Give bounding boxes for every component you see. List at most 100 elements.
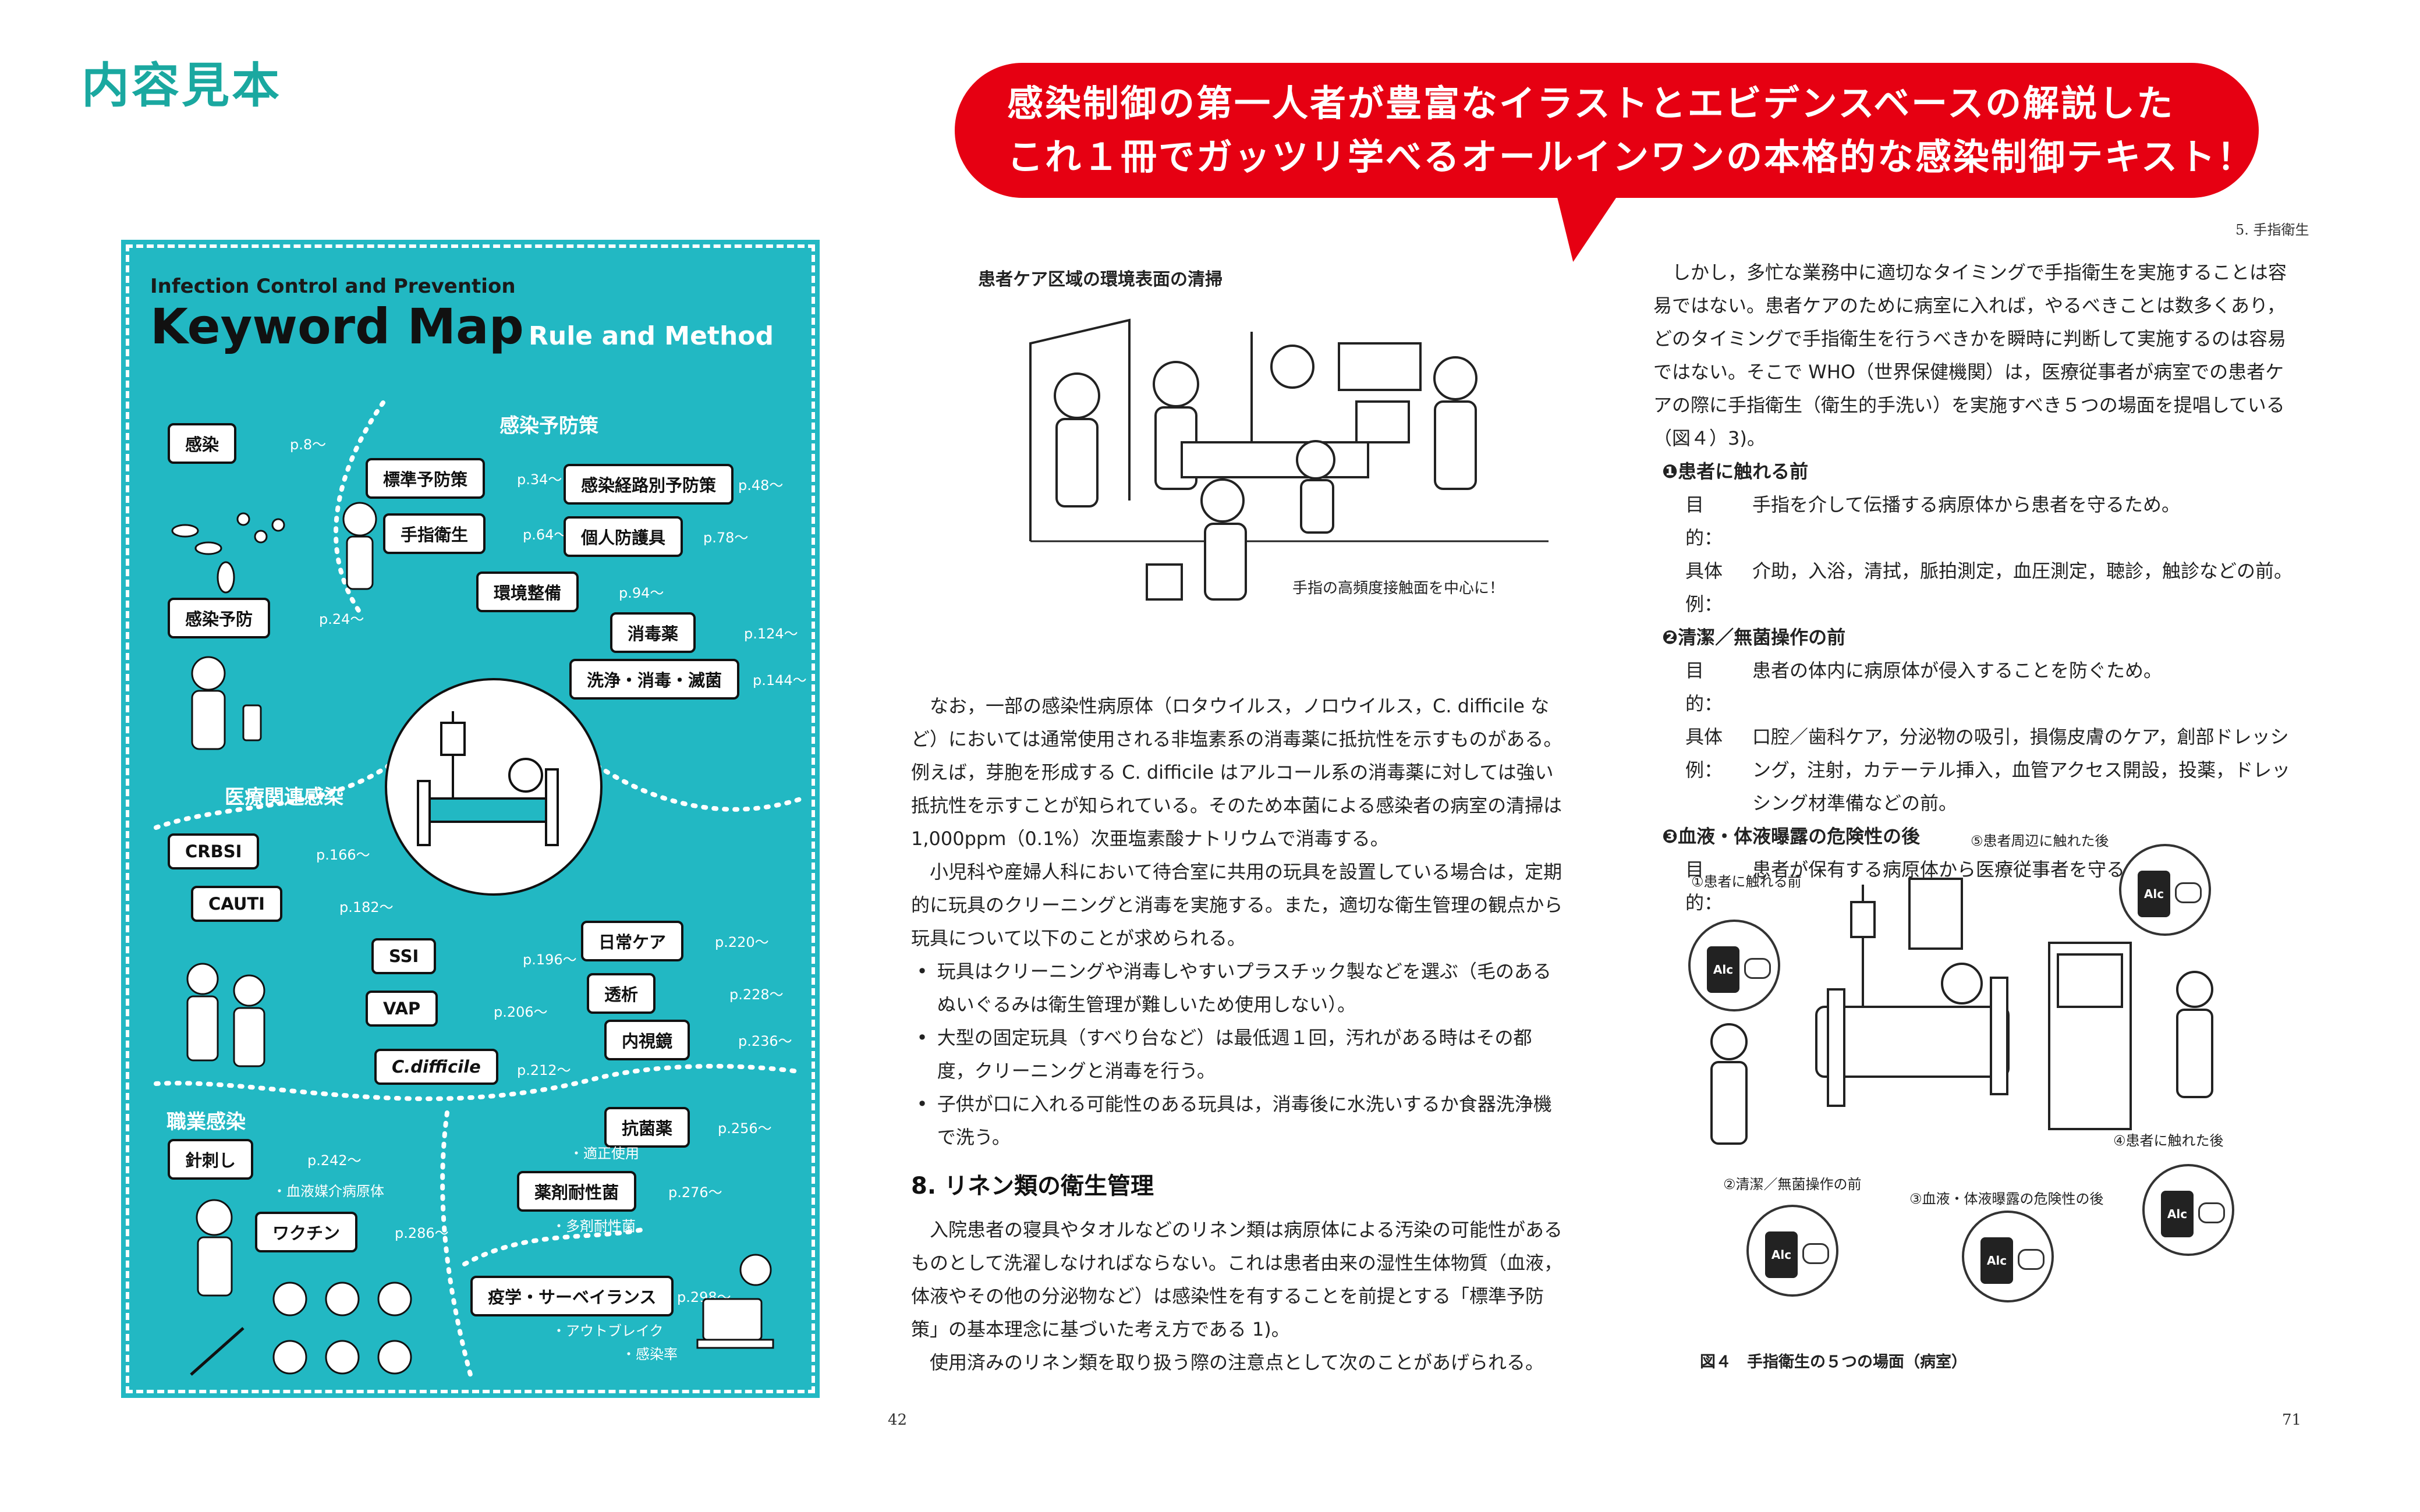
section-heading-linen: 8. リネン類の衛生管理 [911,1173,1154,1199]
keyword-tag: 感染経路別予防策 [564,464,734,505]
moment-label-4: ④患者に触れた後 [2113,1133,2224,1149]
term-text: 患者が保有する病原体から医療従事者を守るため。 [1752,858,2181,881]
term-label: 具体例： [1685,726,1723,781]
keyword-note: ・感染率 [622,1346,678,1362]
paragraph: しかし，多忙な業務中に適切なタイミングで手指衛生を実施することは容易ではない。患… [1653,261,2287,449]
alcohol-bottle-icon: Alc [2119,844,2211,936]
keyword-note: ・適正使用 [569,1145,639,1162]
term-label: 目 的： [1685,659,1723,715]
keyword-tag: 抗菌薬 [604,1107,690,1148]
term-text: 患者の体内に病原体が侵入することを防ぐため。 [1752,659,2163,682]
moment-1-title: ❶患者に触れる前 [1662,460,1809,482]
paragraph: 使用済みのリネン類を取り扱う際の注意点として次のことがあげられる。 [930,1351,1544,1373]
term-label: 具体例： [1685,560,1723,615]
moment-2-example: 具体例： 口腔／歯科ケア，分泌物の吸引，損傷皮膚のケア，創部ドレッシング，注射，… [1653,720,2294,820]
keyword-page: p.34～ [517,471,562,488]
keyword-page: p.206～ [494,1004,548,1020]
alcohol-bottle-icon: Alc [2142,1164,2234,1256]
keyword-page: p.276～ [668,1184,722,1201]
banner-line-2: これ１冊でガッツリ学べるオールインワンの本格的な感染制御テキスト！ [1007,136,2255,178]
section-occupational: 職業感染 [166,1110,246,1134]
keyword-map: Infection Control and Prevention Keyword… [121,240,820,1398]
keyword-tag: 感染予防 [168,598,271,638]
keyword-tag: 感染 [168,423,237,464]
paragraph: なお，一部の感染性病原体（ロタウイルス，ノロウイルス，C. difficile … [911,695,1562,850]
keyword-note: ・多剤耐性菌 [552,1218,636,1234]
term-label: 目 的： [1685,494,1723,549]
keyword-page: p.256～ [718,1120,772,1137]
moment-label-3: ③血液・体液曝露の危険性の後 [1909,1191,2104,1207]
alcohol-bottle-icon: Alc [1746,1205,1838,1297]
alcohol-bottle-icon: Alc [1962,1211,2054,1302]
moment-3-purpose: 目 的： 患者が保有する病原体から医療従事者を守るため。 [1653,853,2294,920]
keyword-page: p.78～ [703,530,749,546]
keyword-page: p.286～ [395,1225,449,1241]
section-hai: 医療関連感染 [225,786,343,809]
keyword-page: p.124～ [744,626,798,642]
moment-label-2: ②清潔／無菌操作の前 [1723,1176,1862,1192]
figure-4-caption: 図４ 手指衛生の５つの場面（病室） [1700,1353,1967,1371]
keyword-tag: 薬剤耐性菌 [517,1171,637,1212]
keyword-tag: 環境整備 [476,572,579,612]
keyword-page: p.212～ [517,1062,571,1078]
ward-illustration [1815,878,2132,1130]
page-number-left: 42 [888,1411,908,1429]
term-label: 目 的： [1685,858,1723,914]
alcohol-bottle-icon: Alc [1688,920,1780,1011]
moment-label-1: ①患者に触れる前 [1691,874,1802,890]
keyword-page: p.144～ [753,672,807,688]
keyword-tag: 針刺し [168,1139,254,1180]
term-text: 介助，入浴，清拭，脈拍測定，血圧測定，聴診，触診などの前。 [1752,560,2293,582]
nurse-handwash-illustration [191,656,262,750]
keyword-map-small-title: Infection Control and Prevention [150,275,516,298]
keyword-page: p.228～ [729,986,784,1003]
moment-2-purpose: 目 的： 患者の体内に病原体が侵入することを防ぐため。 [1653,654,2294,720]
keyword-page: p.48～ [738,477,784,494]
keyword-map-subtitle: Rule and Method [529,321,774,351]
keyword-tag: 個人防護具 [564,516,683,557]
cleaning-illustration [1029,318,1549,601]
bullet-item: 玩具はクリーニングや消毒しやすいプラスチック製などを選ぶ（毛のあるぬいぐるみは衛… [917,955,1563,1021]
right-body: しかし，多忙な業務中に適切なタイミングで手指衛生を実施することは容易ではない。患… [1653,256,2294,920]
keyword-tag: 日常ケア [581,921,684,961]
figure-caption-cleaning: 患者ケア区域の環境表面の清掃 [978,269,1223,290]
keyword-page: p.8～ [290,436,327,453]
paragraph: 小児科や産婦人科において待合室に共用の玩具を設置している場合は，定期的に玩具のク… [911,861,1563,949]
keyword-page: p.182～ [339,899,394,915]
promo-banner: 感染制御の第一人者が豊富なイラストとエビデンスベースの解説した これ１冊でガッツ… [955,63,2259,198]
keyword-page: p.94～ [619,585,664,601]
keyword-tag: CAUTI [191,886,282,922]
keyword-tag: 疫学・サーベイランス [470,1276,674,1316]
germs-illustration [171,502,377,594]
keyword-page: p.242～ [307,1152,362,1169]
moment-3-title: ❸血液・体液曝露の危険性の後 [1662,825,1921,847]
keyword-page: p.196～ [523,952,577,968]
middle-body: なお，一部の感染性病原体（ロタウイルス，ノロウイルス，C. difficile … [911,690,1563,1154]
keyword-page: p.220～ [715,934,769,950]
keyword-note: ・血液媒介病原体 [272,1183,384,1199]
middle-body-2: 入院患者の寝具やタオルなどのリネン類は病原体による汚染の可能性があるものとして洗… [911,1213,1563,1379]
page-title: 内容見本 [82,58,282,113]
keyword-tag: 透析 [587,973,656,1014]
section-prevention: 感染予防策 [499,414,598,438]
staff-illustration [186,963,265,1067]
keyword-map-title: Keyword Map [150,298,524,355]
banner-tail [1541,192,1620,262]
keyword-tag: 洗浄・消毒・滅菌 [569,659,740,700]
moment-2-title: ❷清潔／無菌操作の前 [1662,626,1846,648]
figure-note-cleaning: 手指の高頻度接触面を中心に！ [1292,580,1505,597]
term-text: 手指を介して伝播する病原体から患者を守るため。 [1752,494,2181,516]
keyword-tag: ワクチン [255,1212,358,1252]
running-head: 5. 手指衛生 [2235,222,2309,238]
moment-label-5: ⑤患者周辺に触れた後 [1971,833,2109,849]
laptop-illustration [696,1254,774,1349]
keyword-tag: VAP [366,991,438,1027]
bullet-item: 子供が口に入れる可能性のある玩具は，消毒後に水洗いするか食器洗浄機で洗う。 [917,1088,1563,1154]
keyword-tag: C.difficile [374,1049,498,1085]
keyword-page: p.24～ [319,611,364,627]
banner-line-1: 感染制御の第一人者が豊富なイラストとエビデンスベースの解説した [1007,82,2175,125]
keyword-tag: SSI [371,938,437,974]
keyword-tag: 内視鏡 [604,1020,690,1060]
keyword-page: p.236～ [738,1033,792,1049]
bed-illustration [417,711,559,846]
